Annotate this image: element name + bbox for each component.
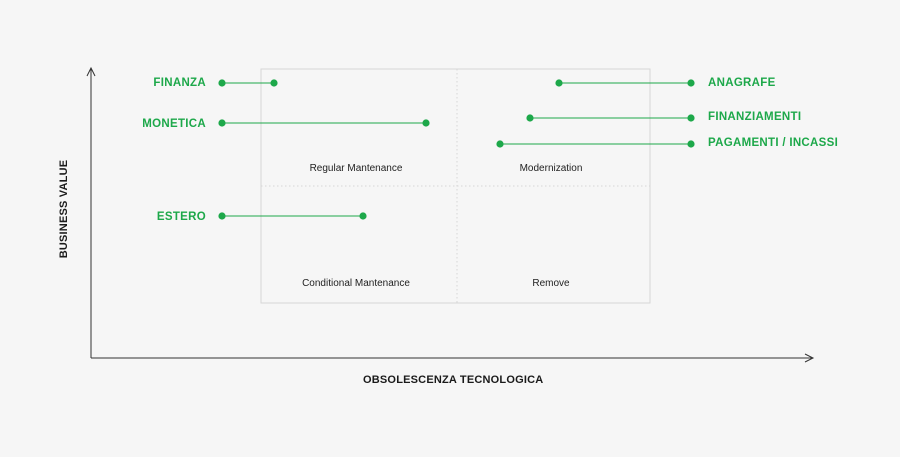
end-dot bbox=[359, 212, 367, 220]
item-finanza bbox=[218, 79, 278, 87]
start-dot bbox=[218, 212, 226, 220]
item-anagrafe bbox=[555, 79, 695, 87]
item-label-finanza: FINANZA bbox=[153, 77, 206, 89]
start-dot bbox=[555, 79, 563, 87]
quadrant-box bbox=[260, 68, 651, 304]
quadrant-label-top-left: Regular Mantenance bbox=[309, 163, 403, 174]
x-axis-label: OBSOLESCENZA TECNOLOGICA bbox=[363, 374, 544, 386]
item-label-estero: ESTERO bbox=[156, 211, 206, 223]
item-estero bbox=[218, 212, 367, 220]
item-label-pagamenti-incassi: PAGAMENTI / INCASSI bbox=[708, 137, 839, 149]
end-dot bbox=[270, 79, 278, 87]
end-dot bbox=[422, 119, 430, 127]
item-monetica bbox=[218, 119, 430, 127]
y-axis-arrow-icon bbox=[86, 66, 96, 77]
end-dot bbox=[687, 114, 695, 122]
quadrant-label-bottom-left: Conditional Mantenance bbox=[302, 278, 410, 289]
end-dot bbox=[687, 79, 695, 87]
quadrant-label-top-right: Modernization bbox=[519, 163, 583, 174]
start-dot bbox=[496, 140, 504, 148]
x-axis-arrow-icon bbox=[804, 353, 815, 363]
end-dot bbox=[687, 140, 695, 148]
start-dot bbox=[218, 79, 226, 87]
start-dot bbox=[218, 119, 226, 127]
item-pagamenti-incassi bbox=[496, 140, 695, 148]
y-axis-label: BUSINESS VALUE bbox=[58, 159, 70, 259]
item-label-monetica: MONETICA bbox=[142, 118, 206, 130]
item-finanziamenti bbox=[526, 114, 695, 122]
quadrant-label-bottom-right: Remove bbox=[532, 278, 570, 289]
item-label-finanziamenti: FINANZIAMENTI bbox=[708, 111, 802, 123]
start-dot bbox=[526, 114, 534, 122]
item-label-anagrafe: ANAGRAFE bbox=[708, 77, 776, 89]
